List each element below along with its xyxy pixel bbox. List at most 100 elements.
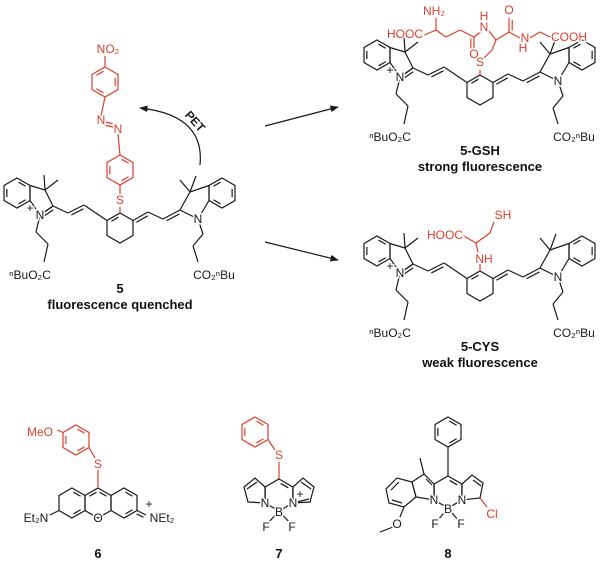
bond <box>100 96 106 117</box>
double-bond <box>105 121 113 125</box>
butyl-ester-left: ⁿBuO₂C <box>369 326 411 340</box>
bond <box>447 507 459 521</box>
aromatic-double-bond <box>449 420 457 426</box>
double-bond <box>71 208 84 216</box>
bond <box>522 267 541 278</box>
bond <box>67 204 85 214</box>
aromatic-double-bond <box>213 199 221 205</box>
aromatic-double-bond <box>573 239 581 245</box>
bond <box>399 506 405 518</box>
benzene-ring-nitro <box>91 66 119 98</box>
double-bond <box>43 209 54 218</box>
oxygen-label: O <box>93 511 102 525</box>
aromatic-double-bond <box>18 181 26 187</box>
double-bond <box>166 213 180 222</box>
nitrogen-label: N <box>480 20 489 34</box>
quinoid-ring-right <box>110 487 138 519</box>
methoxyphenyl-ring <box>62 424 90 456</box>
pet-label: PET <box>182 108 208 135</box>
bond <box>461 234 477 244</box>
nitrogen-label: N <box>521 31 530 45</box>
aromatic-double-bond <box>449 438 457 444</box>
bond <box>443 66 468 83</box>
aromatic-double-bond <box>96 88 104 94</box>
bond <box>395 272 401 291</box>
bond <box>395 93 409 107</box>
nitro-label: NO₂ <box>97 42 120 56</box>
bond <box>403 105 409 125</box>
bond <box>508 31 521 39</box>
oxygen-label: O <box>469 47 478 61</box>
bond <box>412 67 429 76</box>
bond <box>552 95 564 109</box>
reaction-arrow-gsh <box>264 105 339 127</box>
benzene-ring-right <box>568 39 596 71</box>
oxygen-label: O <box>392 517 401 531</box>
diethylamino-label: Et₂N <box>24 511 49 525</box>
bond <box>492 269 509 280</box>
aromatic-double-bond <box>89 491 97 497</box>
bond <box>395 289 409 303</box>
compound-6-number: 6 <box>94 546 101 561</box>
sulfur-label: S <box>116 193 124 207</box>
phenyl-ring <box>241 416 269 448</box>
c-n-double-bond <box>39 205 54 216</box>
bond <box>267 439 276 451</box>
bond <box>192 233 204 247</box>
sulfur-label: S <box>275 448 283 462</box>
butyl-ester-right: CO₂ⁿBu <box>193 268 235 282</box>
bond <box>197 218 204 235</box>
bond <box>475 232 491 244</box>
aromatic-double-bond <box>125 491 133 497</box>
sulfur-label: S <box>94 457 102 471</box>
nitrogen-label: N <box>114 122 123 136</box>
bond <box>459 29 475 38</box>
bond <box>475 242 479 253</box>
bond <box>412 263 429 272</box>
bond <box>379 526 394 533</box>
bond <box>488 30 497 41</box>
aromatic-double-bond <box>77 446 85 452</box>
bond <box>419 457 425 475</box>
aromatic-double-bond <box>471 78 479 84</box>
bond <box>552 107 559 125</box>
pet-arrow <box>139 105 201 166</box>
bond <box>443 262 468 279</box>
positive-charge: + <box>386 259 393 273</box>
bond <box>267 510 280 524</box>
bond <box>549 37 557 55</box>
benzene-ring-right <box>568 235 596 267</box>
bond <box>300 481 312 490</box>
bond <box>88 447 96 459</box>
double-bond <box>496 77 509 85</box>
n-label: N <box>554 74 563 88</box>
bond <box>147 211 164 220</box>
bond <box>246 481 258 490</box>
chlorine-label: Cl <box>486 507 497 521</box>
bond <box>421 29 437 37</box>
boron-label: B <box>275 505 283 519</box>
n-plus-label: N <box>396 70 405 84</box>
bond <box>492 73 509 84</box>
positive-charge: + <box>386 63 393 77</box>
c-n-double-bond <box>136 509 147 516</box>
cyclohexene-ring <box>466 74 494 106</box>
carboxyl-label: COOH <box>551 30 587 44</box>
reaction-arrow-cys <box>264 241 339 262</box>
bond <box>132 211 149 222</box>
bond <box>192 245 199 263</box>
pyrrole-ring-right <box>292 477 315 504</box>
bond <box>52 205 69 214</box>
bond <box>507 73 524 82</box>
phenyl-ring <box>434 416 462 448</box>
double-bond <box>431 70 444 78</box>
aromatic-double-bond <box>99 491 107 497</box>
double-bond <box>431 266 444 274</box>
amine-label: NH <box>475 252 492 266</box>
nitrogen-label: N <box>261 496 270 510</box>
